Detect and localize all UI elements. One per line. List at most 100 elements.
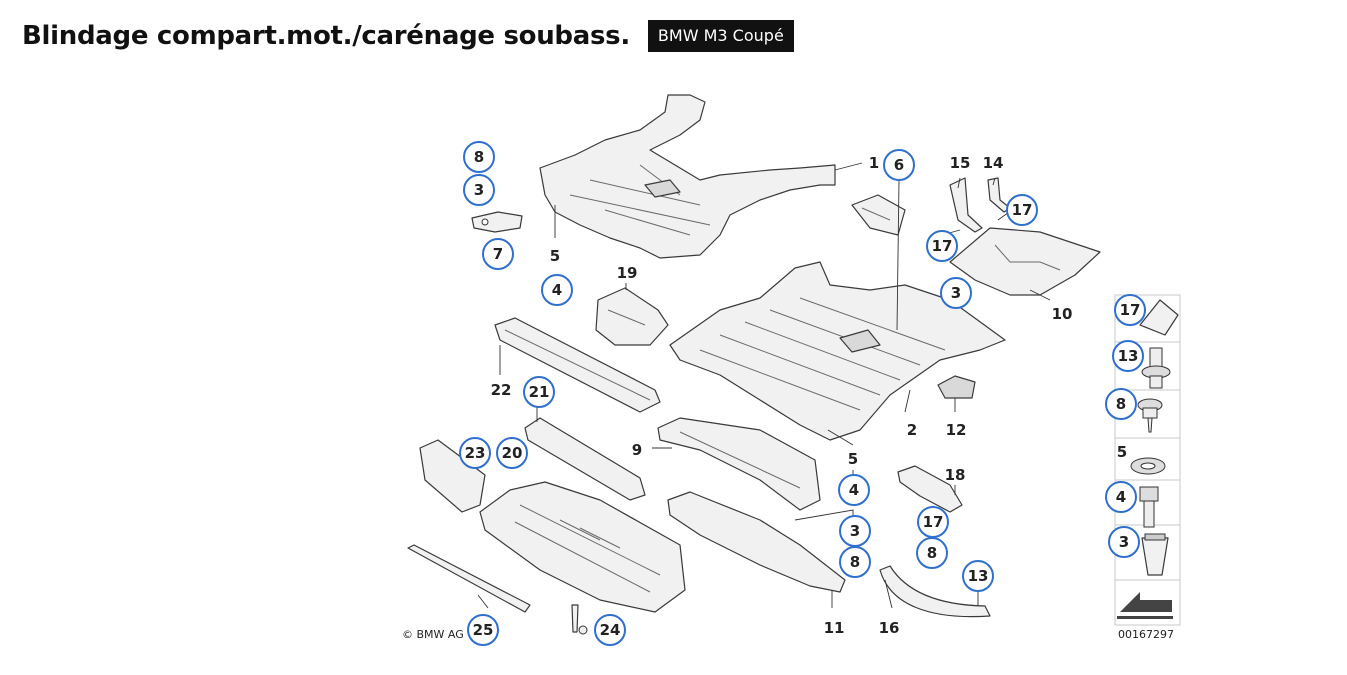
callout-4[interactable]: 4 bbox=[838, 474, 870, 506]
callout-number: 24 bbox=[600, 621, 621, 639]
callout-number: 8 bbox=[474, 148, 484, 166]
part-engine-shield[interactable] bbox=[539, 94, 836, 259]
callout-17[interactable]: 17 bbox=[1006, 194, 1038, 226]
part-bracket-7[interactable] bbox=[471, 211, 523, 233]
callout-8[interactable]: 8 bbox=[916, 537, 948, 569]
callout-23[interactable]: 23 bbox=[459, 437, 491, 469]
callout-13[interactable]: 13 bbox=[962, 560, 994, 592]
page-title: Blindage compart.mot./carénage soubass. bbox=[22, 21, 630, 51]
callout-2[interactable]: 2 bbox=[907, 421, 917, 439]
callout-number: 7 bbox=[493, 245, 503, 263]
callout-ring bbox=[1114, 294, 1146, 326]
callout-ring bbox=[463, 174, 495, 206]
callout-ring bbox=[883, 149, 915, 181]
callout-3[interactable]: 3 bbox=[940, 277, 972, 309]
part-25-strip[interactable] bbox=[407, 544, 531, 613]
callout-ring bbox=[1006, 194, 1038, 226]
callout-17[interactable]: 17 bbox=[917, 506, 949, 538]
callout-number: 11 bbox=[824, 619, 845, 637]
clip-nut-icon bbox=[1139, 299, 1179, 336]
callout-number: 9 bbox=[632, 441, 642, 459]
callout-ring bbox=[496, 437, 528, 469]
legend-17[interactable]: 17 bbox=[1114, 294, 1146, 326]
callout-9[interactable]: 9 bbox=[632, 441, 642, 459]
part-11[interactable] bbox=[667, 491, 846, 593]
callout-number: 5 bbox=[1117, 443, 1127, 461]
callout-4[interactable]: 4 bbox=[541, 274, 573, 306]
callout-7[interactable]: 7 bbox=[482, 238, 514, 270]
callout-3[interactable]: 3 bbox=[839, 515, 871, 547]
callout-16[interactable]: 16 bbox=[879, 619, 900, 637]
part-6[interactable] bbox=[851, 194, 906, 236]
callout-number: 3 bbox=[850, 522, 860, 540]
callout-10[interactable]: 10 bbox=[1052, 305, 1073, 323]
callout-21[interactable]: 21 bbox=[523, 376, 555, 408]
part-16[interactable] bbox=[879, 565, 991, 618]
callout-3[interactable]: 3 bbox=[463, 174, 495, 206]
callout-number: 18 bbox=[945, 466, 966, 484]
callout-22[interactable]: 22 bbox=[491, 381, 512, 399]
fastener-legend bbox=[1114, 294, 1181, 626]
callout-ring bbox=[838, 474, 870, 506]
spreader-nut-icon bbox=[1141, 533, 1169, 576]
part-12[interactable] bbox=[937, 375, 976, 399]
callout-17[interactable]: 17 bbox=[926, 230, 958, 262]
model-badge: BMW M3 Coupé bbox=[647, 20, 794, 52]
callout-18[interactable]: 18 bbox=[945, 466, 966, 484]
part-19[interactable] bbox=[595, 287, 669, 346]
callout-ring bbox=[839, 546, 871, 578]
part-21[interactable] bbox=[524, 417, 646, 501]
callout-number: 14 bbox=[983, 154, 1004, 172]
part-brackets-14-15[interactable] bbox=[949, 177, 1011, 233]
callout-14[interactable]: 14 bbox=[983, 154, 1004, 172]
callout-19[interactable]: 19 bbox=[617, 264, 638, 282]
collar-screw-icon bbox=[1137, 398, 1163, 433]
callout-ring bbox=[1105, 388, 1137, 420]
callout-ring bbox=[962, 560, 994, 592]
callout-8[interactable]: 8 bbox=[839, 546, 871, 578]
callout-number: 4 bbox=[849, 481, 859, 499]
callout-11[interactable]: 11 bbox=[824, 619, 845, 637]
legend-labels: 17 13 8 5 4 3 bbox=[1105, 294, 1146, 558]
callout-20[interactable]: 20 bbox=[496, 437, 528, 469]
hex-bolt-icon bbox=[1139, 486, 1159, 528]
callout-12[interactable]: 12 bbox=[946, 421, 967, 439]
legend-4[interactable]: 4 bbox=[1105, 481, 1137, 513]
callout-ring bbox=[917, 506, 949, 538]
callout-25[interactable]: 25 bbox=[467, 614, 499, 646]
callout-ring bbox=[1112, 340, 1144, 372]
legend-3[interactable]: 3 bbox=[1108, 526, 1140, 558]
callout-24[interactable]: 24 bbox=[594, 614, 626, 646]
callout-ring bbox=[541, 274, 573, 306]
callout-8[interactable]: 8 bbox=[463, 141, 495, 173]
part-20[interactable] bbox=[479, 481, 686, 613]
callout-5[interactable]: 5 bbox=[848, 450, 858, 468]
callout-ring bbox=[463, 141, 495, 173]
callout-number: 1 bbox=[869, 154, 879, 172]
part-23[interactable] bbox=[419, 439, 486, 513]
callout-5[interactable]: 5 bbox=[550, 247, 560, 265]
callout-number: 5 bbox=[550, 247, 560, 265]
part-underbody-panel[interactable] bbox=[669, 261, 1006, 441]
legend-8[interactable]: 8 bbox=[1105, 388, 1137, 420]
expanding-rivet-icon bbox=[1141, 347, 1171, 389]
part-24-fasteners[interactable] bbox=[571, 604, 588, 635]
callout-number: 17 bbox=[1012, 201, 1033, 219]
callout-number: 10 bbox=[1052, 305, 1073, 323]
callout-number: 17 bbox=[932, 237, 953, 255]
part-10[interactable] bbox=[949, 227, 1101, 296]
part-18[interactable] bbox=[897, 465, 963, 513]
part-9[interactable] bbox=[657, 417, 821, 511]
callout-1[interactable]: 1 bbox=[869, 154, 879, 172]
legend-5[interactable]: 5 bbox=[1117, 443, 1127, 461]
callout-number: 17 bbox=[1120, 301, 1141, 319]
legend-13[interactable]: 13 bbox=[1112, 340, 1144, 372]
callout-15[interactable]: 15 bbox=[950, 154, 971, 172]
callout-number: 20 bbox=[502, 444, 523, 462]
callout-6[interactable]: 6 bbox=[883, 149, 915, 181]
callout-number: 3 bbox=[951, 284, 961, 302]
washer-icon bbox=[1130, 457, 1166, 475]
part-22[interactable] bbox=[494, 317, 661, 413]
callout-number: 21 bbox=[529, 383, 550, 401]
